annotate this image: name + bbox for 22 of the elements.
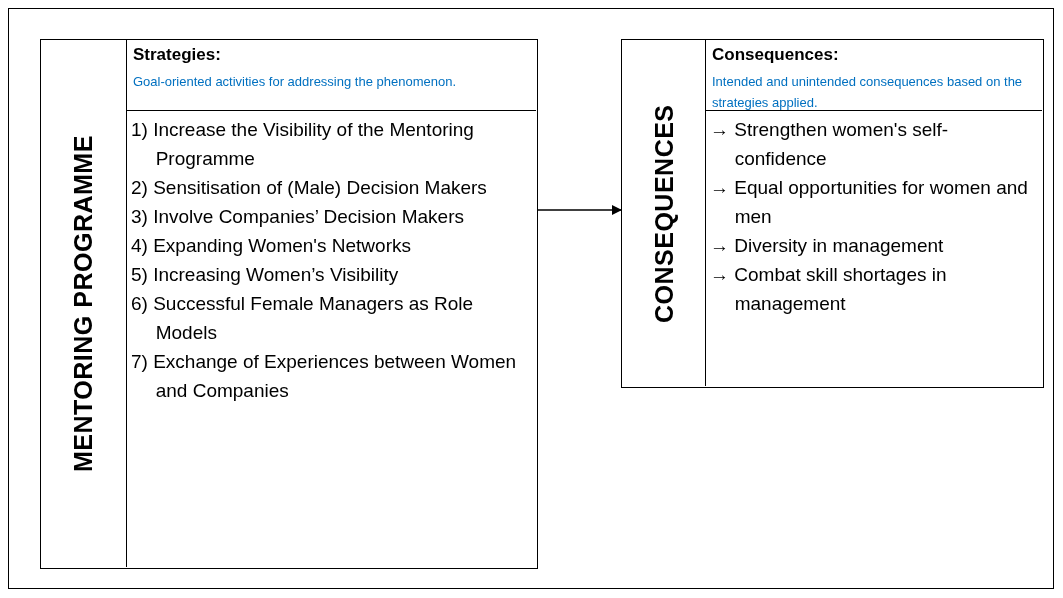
section-description: Intended and unintended consequences based on the strategies applied. — [711, 73, 1024, 112]
panel-box — [40, 39, 538, 569]
section-heading: Strategies: — [132, 44, 222, 66]
panel-box — [621, 39, 1044, 388]
list-item: → Diversity in management — [709, 234, 945, 258]
list-item: 1) Increase the Visibility of the Mentoring Programme — [130, 118, 475, 171]
list-item: 5) Increasing Women’s Visibility — [130, 263, 400, 287]
list-item: → Combat skill shortages in management — [709, 263, 948, 316]
list-item: → Equal opportunities for women and men — [709, 176, 1029, 229]
list-item: 2) Sensitisation of (Male) Decision Makers — [130, 176, 488, 200]
list-item: 7) Exchange of Experiences between Women and Companies — [130, 350, 518, 403]
header-cell — [126, 40, 536, 111]
section-heading: Consequences: — [711, 44, 840, 66]
list-item: 3) Involve Companies’ Decision Makers — [130, 205, 465, 229]
vertical-heading: MENTORING PROGRAMME — [68, 134, 98, 475]
section-description: Goal-oriented activities for addressing the phenomenon. — [132, 73, 458, 91]
header-cell — [705, 40, 1042, 111]
arrow — [537, 205, 622, 215]
list-item: 6) Successful Female Managers as Role Models — [130, 292, 475, 345]
list-item: → Strengthen women's self-confidence — [709, 118, 950, 171]
vertical-heading: CONSEQUENCES — [649, 103, 679, 325]
list-item: 4) Expanding Women's Networks — [130, 234, 412, 258]
